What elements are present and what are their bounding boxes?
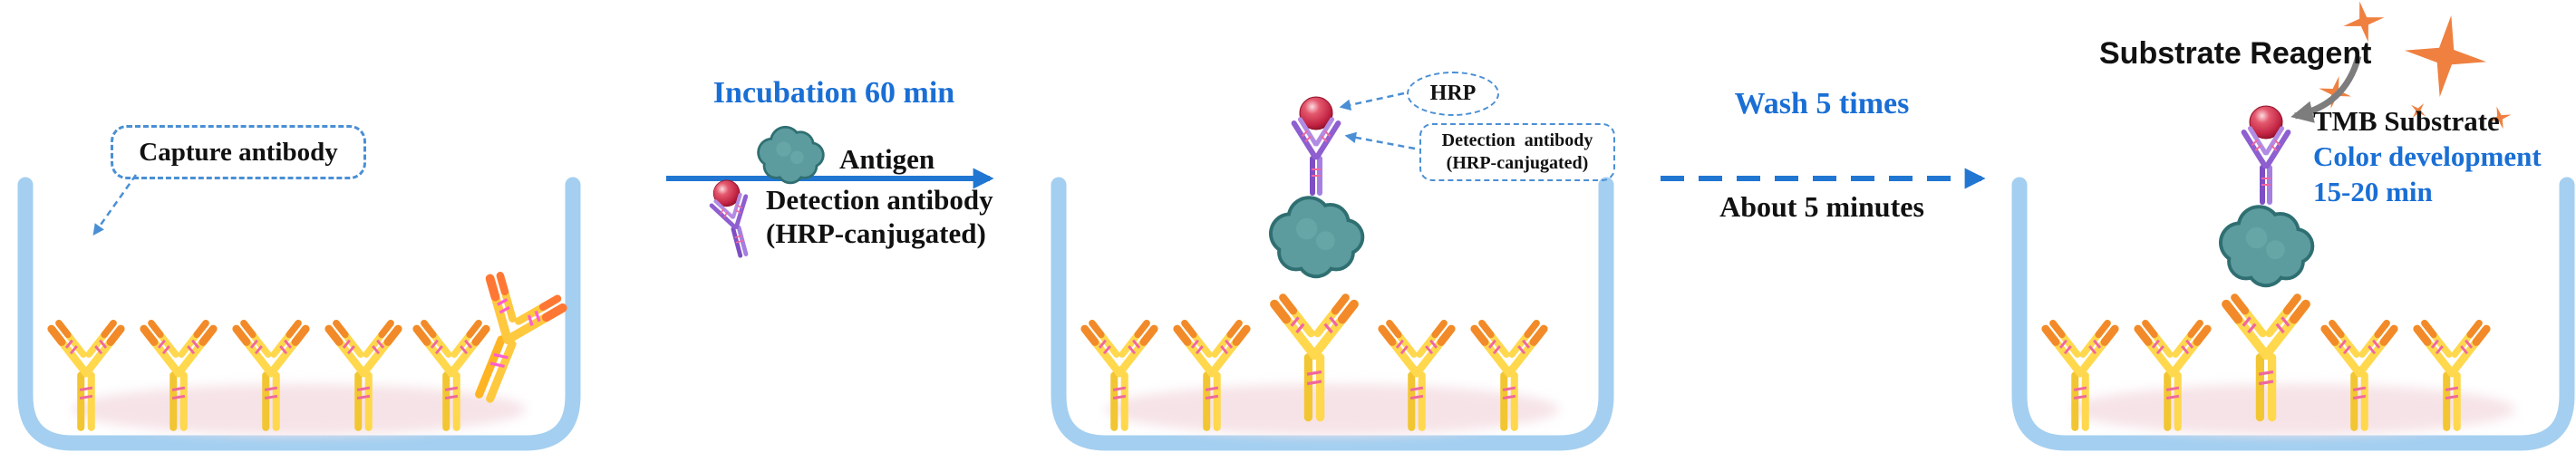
antigen-legend-icon bbox=[757, 125, 825, 185]
detection-callout-arrow bbox=[1344, 131, 1416, 150]
well-1 bbox=[17, 174, 581, 451]
detection-callout-line1: Detection antibody bbox=[1441, 130, 1593, 150]
hrp-callout-arrow bbox=[1339, 91, 1405, 111]
detection-callout-line2: (HRP-canjugated) bbox=[1446, 153, 1589, 173]
well-outline bbox=[17, 177, 581, 451]
color-development-label: Color development bbox=[2313, 140, 2542, 172]
detection-antibody-callout: Detection antibody (HRP-canjugated) bbox=[1419, 123, 1615, 181]
well-2 bbox=[1051, 91, 1614, 451]
well-surface bbox=[2071, 384, 2515, 435]
well-surface bbox=[1106, 384, 1559, 435]
wash-title: Wash 5 times bbox=[1734, 87, 1910, 120]
hrp-label: HRP bbox=[1429, 82, 1477, 105]
incubation-title: Incubation 60 min bbox=[712, 76, 955, 110]
detection-antibody-legend-line1: Detection antibody bbox=[766, 184, 993, 216]
duration-label: 15-20 min bbox=[2313, 176, 2433, 207]
detection-antibody-legend-line2: (HRP-canjugated) bbox=[766, 217, 986, 249]
wash-subtitle: About 5 minutes bbox=[1719, 190, 1924, 223]
substrate-reagent-label: Substrate Reagent bbox=[2099, 36, 2372, 71]
detection-antibody-legend: Detection antibody (HRP-canjugated) bbox=[766, 183, 993, 250]
antigen-label: Antigen bbox=[839, 143, 935, 175]
well-3 bbox=[2011, 106, 2575, 451]
detection-antibody-legend-icon bbox=[706, 176, 760, 259]
detection-antibody-hrp-icon bbox=[1294, 97, 1339, 193]
capture-antibody-callout: Capture antibody bbox=[111, 125, 366, 179]
capture-callout-arrow bbox=[92, 174, 138, 236]
starburst-icon bbox=[2388, 0, 2503, 113]
hrp-callout: HRP bbox=[1407, 72, 1499, 116]
tmb-substrate-label: TMB Substrate bbox=[2313, 105, 2500, 137]
substrate-arrow bbox=[2290, 55, 2362, 123]
capture-antibody-label: Capture antibody bbox=[139, 137, 338, 167]
